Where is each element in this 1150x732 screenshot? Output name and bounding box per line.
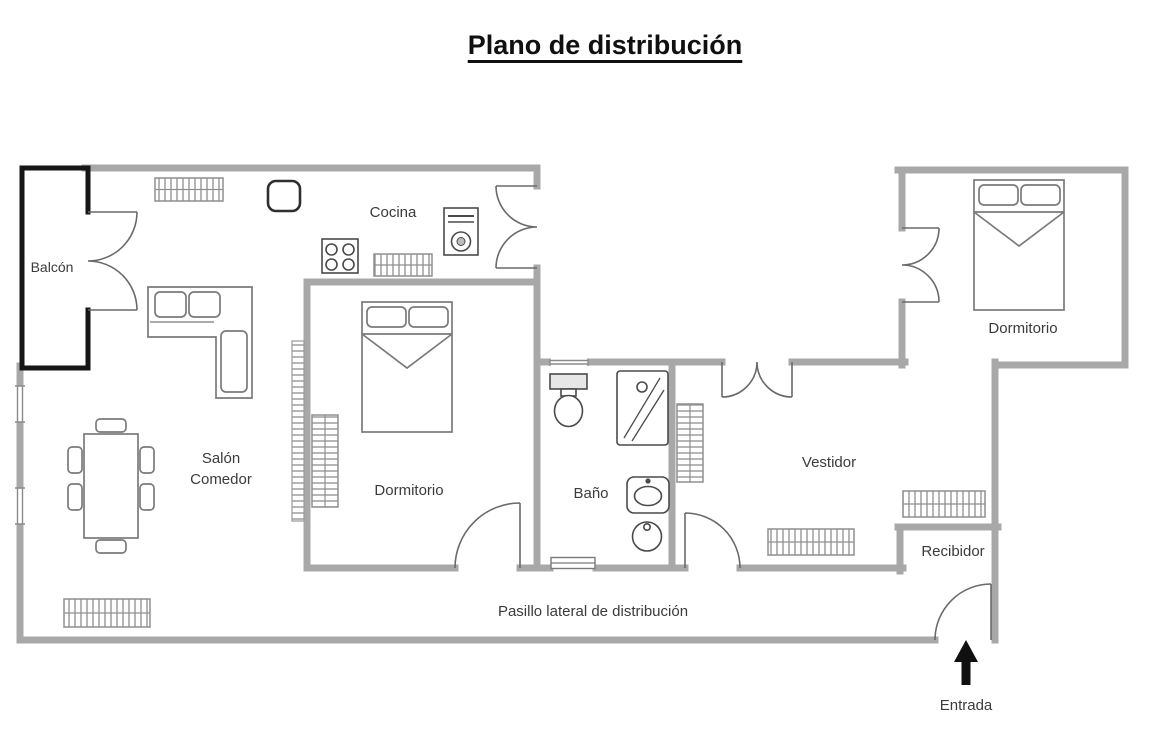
kitchen-cabinet (266, 179, 302, 213)
shower (616, 370, 669, 446)
radiator-livingroom-top (154, 177, 224, 202)
dining-table (67, 418, 155, 554)
label-bano: Baño (573, 485, 608, 502)
label-balcon: Balcón (31, 259, 74, 275)
walls (16, 164, 1129, 644)
radiator-hallway (63, 598, 151, 628)
door-bathroom-sliding (550, 556, 596, 570)
radiator-kitchen (373, 253, 433, 277)
label-dormitorio-1: Dormitorio (374, 482, 443, 499)
page-title: Plano de distribución (467, 30, 743, 60)
radiator-bedroom1 (311, 414, 339, 508)
label-cocina: Cocina (370, 204, 417, 221)
sofa (147, 286, 253, 399)
radiator-bathroom-side (676, 403, 704, 483)
room-labels: Balcón Cocina Salón Comedor Dormitorio B… (31, 204, 1058, 714)
entrance-arrow-icon (954, 640, 978, 685)
label-pasillo: Pasillo lateral de distribución (498, 603, 688, 620)
label-vestidor: Vestidor (802, 454, 856, 471)
bed-bedroom1 (361, 301, 453, 433)
balcony-wall (19, 165, 91, 371)
label-entrada: Entrada (940, 697, 993, 714)
door-vestidor-top (721, 361, 793, 398)
sink (626, 476, 670, 514)
label-dormitorio-2: Dormitorio (988, 320, 1057, 337)
bidet (631, 521, 663, 552)
title-area: Plano de distribución (0, 30, 1150, 61)
label-salon-line2: Comedor (190, 471, 252, 488)
door-balcony (87, 211, 138, 311)
door-kitchen (495, 185, 538, 269)
label-recibidor: Recibidor (921, 543, 984, 560)
stove (321, 238, 359, 274)
label-salon-line1: Salón (202, 450, 240, 467)
window-left-2 (15, 487, 25, 525)
toilet (549, 373, 588, 428)
window-bathroom (549, 358, 589, 366)
radiator-vestidor (767, 528, 855, 556)
door-bedroom2 (901, 227, 940, 303)
oven (443, 207, 479, 256)
door-entrance (934, 583, 992, 641)
door-bedroom1 (454, 502, 521, 569)
bed-bedroom2 (973, 179, 1065, 311)
window-left-1 (15, 385, 25, 423)
radiator-recibidor (902, 490, 986, 518)
door-vestidor-bottom (684, 512, 741, 569)
wall-hatch-strip (291, 340, 305, 522)
